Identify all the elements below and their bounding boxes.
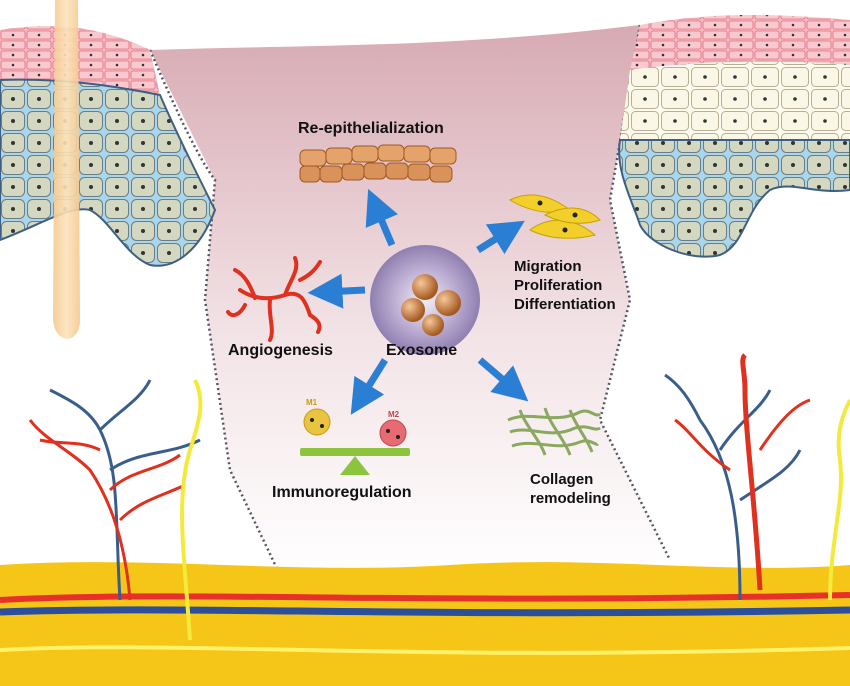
label-remodeling: remodeling (530, 490, 611, 507)
right-vessels (664, 353, 850, 601)
re-epithelialization-cells (299, 144, 457, 183)
hair-follicle (53, 0, 80, 339)
left-keratin-layer (0, 26, 160, 96)
right-epidermis (618, 139, 850, 258)
label-re-epithelialization: Re-epithelialization (298, 120, 444, 137)
left-vessels (28, 379, 203, 641)
right-keratin-layer (630, 15, 850, 70)
label-immunoregulation: Immunoregulation (272, 484, 412, 501)
label-differentiation: Differentiation (514, 296, 616, 313)
collagen-fibers (507, 407, 601, 456)
migrating-cells (508, 194, 601, 239)
label-exosome: Exosome (386, 342, 458, 359)
left-epidermis (0, 78, 217, 267)
fat-layer (0, 562, 850, 686)
angiogenesis-vessel (226, 256, 322, 342)
exosome-arrows (307, 188, 529, 415)
label-collagen: Collagen (530, 471, 594, 488)
label-proliferation: Proliferation (514, 277, 603, 294)
label-m1: M1 (306, 398, 318, 407)
immunoregulation-balance (300, 408, 410, 475)
label-migration: Migration (514, 258, 582, 275)
label-m2: M2 (388, 410, 400, 419)
label-angiogenesis: Angiogenesis (228, 342, 333, 359)
